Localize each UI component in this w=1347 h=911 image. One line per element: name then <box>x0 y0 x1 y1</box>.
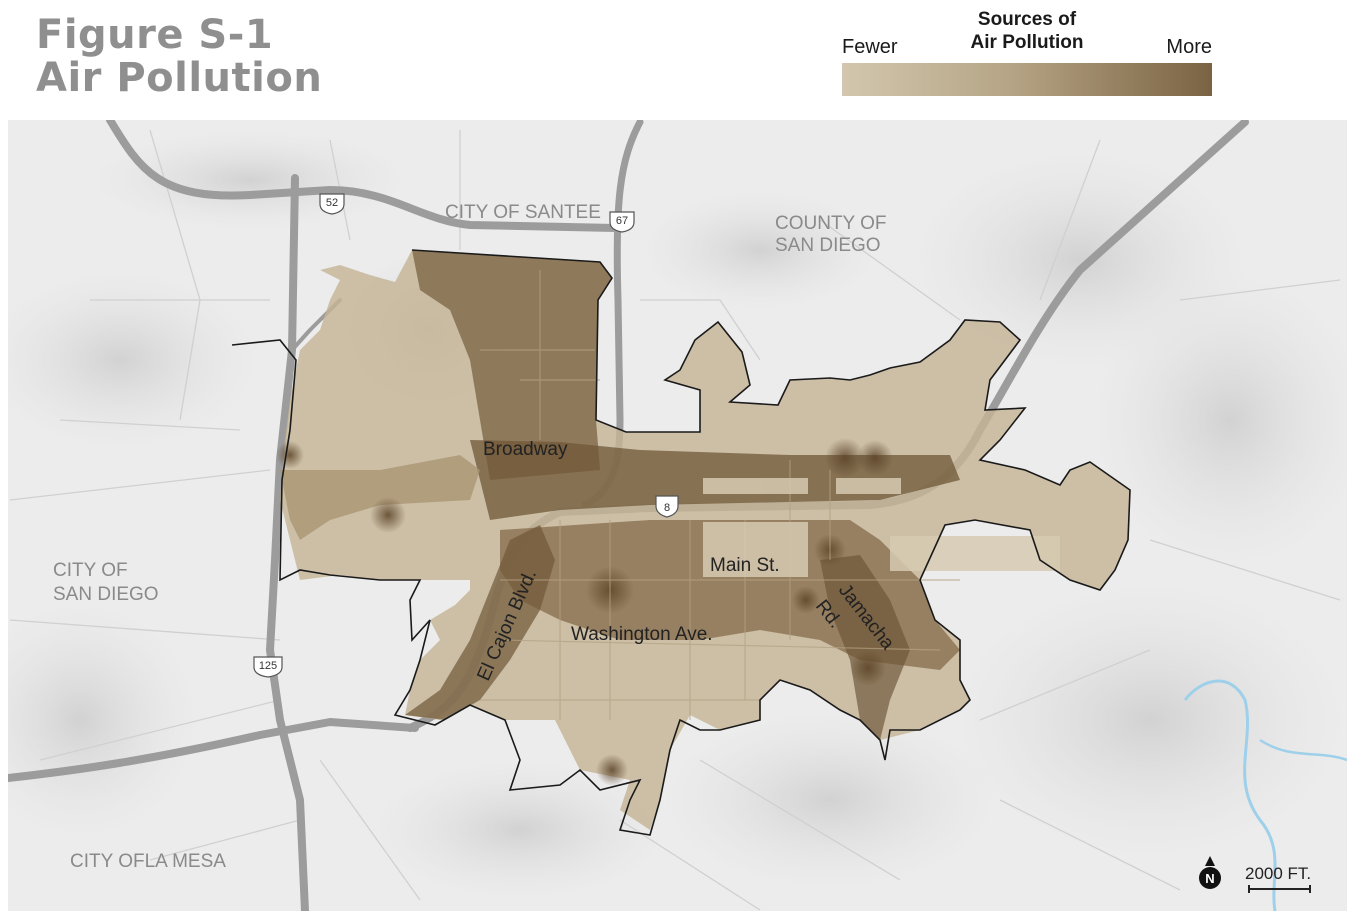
route-shield-67: 67 <box>609 211 635 233</box>
river <box>1183 679 1277 911</box>
label-san-diego-line1: CITY OF <box>53 560 128 581</box>
pollution-zone-west-corridor <box>280 455 480 540</box>
figure-title-line2: Air Pollution <box>36 55 323 101</box>
legend-high-label: More <box>1166 36 1212 58</box>
legend: Sources of Air Pollution Fewer More <box>842 0 1212 100</box>
light-blocks <box>703 478 1060 577</box>
route-shield-52: 52 <box>319 193 345 215</box>
interstate-shield-8: 8 <box>655 495 679 518</box>
scale-label: 2000 FT. <box>1245 864 1311 883</box>
pollution-zone-el-cajon-blvd <box>405 525 555 720</box>
label-city-of-santee: CITY OF SANTEE <box>445 202 601 223</box>
route-shield-125: 125 <box>253 656 283 678</box>
route-67-label: 67 <box>616 215 628 227</box>
legend-title-line1: Sources of <box>977 9 1077 30</box>
label-broadway: Broadway <box>483 439 568 460</box>
pollution-zone-jamacha <box>820 555 910 740</box>
pollution-zone-north <box>412 250 612 480</box>
label-main-st: Main St. <box>710 555 780 576</box>
figure-title-line1: Figure S-1 <box>36 12 274 58</box>
label-county-line1: COUNTY OF <box>775 213 887 234</box>
legend-title-line2: Air Pollution <box>970 32 1084 53</box>
label-county-line2: SAN DIEGO <box>775 235 881 256</box>
label-city-of-la-mesa: CITY OFLA MESA <box>70 851 226 872</box>
route-8-label: 8 <box>664 502 670 514</box>
legend-gradient-bar <box>842 63 1212 96</box>
route-125-label: 125 <box>259 660 277 672</box>
scale-bar: 2000 FT. <box>1245 864 1311 893</box>
north-arrow-label: N <box>1205 871 1214 886</box>
label-washington-ave: Washington Ave. <box>571 624 713 645</box>
legend-title: Sources of Air Pollution <box>932 8 1122 54</box>
legend-low-label: Fewer <box>842 36 898 58</box>
city-streets <box>480 270 960 720</box>
city-boundary <box>231 249 1131 836</box>
interstate-8-west <box>8 718 419 782</box>
figure-title: Figure S-1 Air Pollution <box>36 14 322 100</box>
label-san-diego-line2: SAN DIEGO <box>53 584 159 605</box>
map[interactable]: 52 67 8 125 CITY OF SANTEE COUNTY OF SAN… <box>8 120 1347 911</box>
route-52 <box>106 120 619 232</box>
route-52-label: 52 <box>326 197 338 209</box>
river-branch <box>1259 738 1347 762</box>
route-125 <box>266 174 309 911</box>
north-arrow: N <box>1199 856 1221 889</box>
